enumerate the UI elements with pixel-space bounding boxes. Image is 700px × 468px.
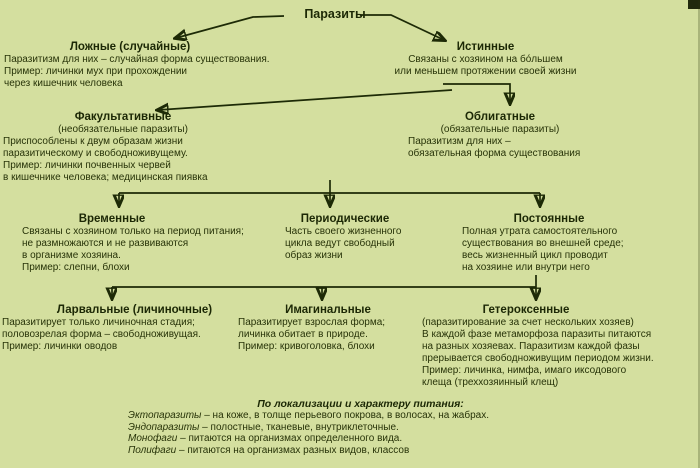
node-obligatnye-line: Паразитизм для них –: [408, 136, 511, 147]
node-imaginalnye-body: Паразитирует взрослая форма; личинка оби…: [238, 317, 418, 353]
legend-text: – питаются на организмах разных видов, к…: [176, 444, 410, 456]
node-lozhnye-heading: Ложные (случайные): [69, 41, 191, 53]
node-geteroksennye-line: прерывается свободноживущим периодом жиз…: [422, 353, 654, 364]
node-postoyannye-body: Полная утрата самостоятельного существов…: [460, 226, 638, 274]
legend-heading: По локализации и характеру питания:: [257, 398, 464, 410]
node-postoyannye: Постоянные Полная утрата самостоятельног…: [460, 213, 638, 274]
node-periodicheskie-body: Часть своего жизненного цикла ведут своб…: [285, 226, 435, 262]
node-larvalnye-line: Пример: личинки оводов: [2, 341, 118, 352]
node-obligatnye: Облигатные (обязательные паразиты) Параз…: [405, 111, 595, 160]
node-geteroksennye-body: (паразитирование за счет нескольких хозя…: [422, 317, 698, 389]
node-postoyannye-line: на хозяине или внутри него: [462, 262, 590, 273]
node-geteroksennye-line: (паразитирование за счет нескольких хозя…: [422, 317, 634, 328]
legend-item: Эктопаразиты – на коже, в толще перьевог…: [128, 410, 593, 422]
scan-artifact-corner: [688, 0, 700, 9]
node-periodicheskie-line: образ жизни: [285, 250, 343, 261]
node-imaginalnye-line: Паразитирует взрослая форма;: [238, 317, 386, 328]
legend-item: Монофаги – питаются на организмах опреде…: [128, 433, 593, 445]
node-larvalnye-body: Паразитирует только личиночная стадия; п…: [2, 317, 237, 353]
node-geteroksennye-line: клеща (треххозяинный клещ): [422, 377, 559, 388]
node-imaginalnye-heading: Имагинальные: [285, 304, 371, 316]
node-postoyannye-line: весь жизненный цикл проводит: [462, 250, 608, 261]
node-periodicheskie-line: Часть своего жизненного: [285, 226, 402, 237]
node-postoyannye-line: существования во внешней среде;: [462, 238, 624, 249]
arrow-istinnye-to-fakultativnye: [158, 89, 453, 110]
node-geteroksennye: Гетероксенные (паразитирование за счет н…: [422, 304, 698, 389]
node-larvalnye-line: Паразитирует только личиночная стадия;: [2, 317, 195, 328]
node-obligatnye-line: обязательная форма существования: [408, 148, 581, 159]
node-vremennye-line: Связаны с хозяином только на период пита…: [22, 226, 244, 237]
node-vremennye: Временные Связаны с хозяином только на п…: [18, 213, 256, 274]
node-larvalnye-line: половозрелая форма – свободноживущая.: [2, 329, 201, 340]
node-fakultativnye-line: паразитическому и свободноживущему.: [3, 148, 188, 159]
arrow-istinnye-to-obligatnye: [443, 83, 510, 103]
node-istinnye-line: или меньшем протяжении своей жизни: [394, 66, 577, 77]
legend-term: Эндопаразиты: [128, 421, 200, 433]
legend-term: Эктопаразиты: [128, 410, 202, 421]
node-periodicheskie-line: цикла ведут свободный: [285, 238, 395, 249]
node-geteroksennye-line: В каждой фазе метаморфоза паразиты питаю…: [422, 329, 652, 340]
node-istinnye-heading: Истинные: [456, 41, 515, 53]
node-obligatnye-heading: Облигатные: [464, 111, 536, 123]
node-istinnye-line: Связаны с хозяином на бо́льшем: [408, 54, 563, 65]
legend-text: – на коже, в толще перьевого покрова, в …: [201, 410, 489, 421]
node-larvalnye: Ларвальные (личиночные) Паразитирует тол…: [2, 304, 237, 353]
node-fakultativnye-line: Пример: личинки почвенных червей: [3, 160, 171, 171]
node-vremennye-line: в организме хозяина.: [22, 250, 121, 261]
node-lozhnye-body: Паразитизм для них – случайная форма сущ…: [4, 54, 270, 90]
legend-body: Эктопаразиты – на коже, в толще перьевог…: [128, 410, 593, 456]
node-vremennye-heading: Временные: [78, 213, 146, 225]
legend-item: Полифаги – питаются на организмах разных…: [128, 445, 593, 457]
node-lozhnye: Ложные (случайные) Паразитизм для них – …: [4, 41, 270, 90]
legend-item: Эндопаразиты – полостные, тканевые, внут…: [128, 422, 593, 434]
node-fakultativnye-body: Приспособлены к двум образам жизни параз…: [3, 136, 243, 184]
localization-legend: По локализации и характеру питания: Экто…: [128, 398, 593, 456]
node-istinnye: Истинные Связаны с хозяином на бо́льшем …: [378, 41, 593, 78]
legend-term: Полифаги: [128, 444, 177, 456]
node-imaginalnye: Имагинальные Паразитирует взрослая форма…: [238, 304, 418, 353]
node-fakultativnye-line: Приспособлены к двум образам жизни: [3, 136, 183, 147]
arrow-parazity-to-lozhnye: [176, 15, 285, 38]
root-node-title: Паразиты: [304, 7, 366, 21]
node-obligatnye-body: Паразитизм для них – обязательная форма …: [405, 136, 595, 160]
node-fakultativnye-heading: Факультативные: [74, 111, 172, 123]
node-larvalnye-heading: Ларвальные (личиночные): [56, 304, 213, 316]
node-fakultativnye-line: в кишечнике человека; медицинская пиявка: [3, 172, 208, 183]
node-vremennye-line: не размножаются и не развиваются: [22, 238, 189, 249]
legend-text: – питаются на организмах определенного в…: [177, 433, 403, 444]
node-vremennye-body: Связаны с хозяином только на период пита…: [18, 226, 256, 274]
node-lozhnye-line: Паразитизм для них – случайная форма сущ…: [4, 54, 270, 65]
node-imaginalnye-line: Пример: кривоголовка, блохи: [238, 341, 375, 352]
node-vremennye-line: Пример: слепни, блохи: [22, 262, 130, 273]
legend-text: – полостные, тканевые, внутриклеточные.: [199, 421, 399, 433]
node-postoyannye-heading: Постоянные: [513, 213, 585, 225]
node-imaginalnye-line: личинка обитает в природе.: [238, 329, 368, 340]
node-lozhnye-line: Пример: личинки мух при прохождении: [4, 66, 188, 77]
node-obligatnye-sub: (обязательные паразиты): [440, 124, 560, 135]
node-postoyannye-line: Полная утрата самостоятельного: [462, 226, 618, 237]
scan-edge-shade: [698, 0, 700, 468]
node-istinnye-body: Связаны с хозяином на бо́льшем или меньш…: [378, 54, 593, 78]
node-periodicheskie: Периодические Часть своего жизненного ци…: [285, 213, 435, 262]
node-fakultativnye: Факультативные (необязательные паразиты)…: [3, 111, 243, 184]
legend-term: Монофаги: [128, 433, 178, 444]
node-periodicheskie-heading: Периодические: [300, 213, 390, 225]
node-geteroksennye-line: Пример: личинка, нимфа, имаго иксодового: [422, 365, 627, 376]
node-geteroksennye-line: на разных хозяевах. Паразитизм каждой фа…: [422, 341, 640, 352]
node-fakultativnye-sub: (необязательные паразиты): [58, 124, 188, 135]
node-lozhnye-line: через кишечник человека: [4, 78, 123, 89]
node-geteroksennye-heading: Гетероксенные: [482, 304, 570, 316]
